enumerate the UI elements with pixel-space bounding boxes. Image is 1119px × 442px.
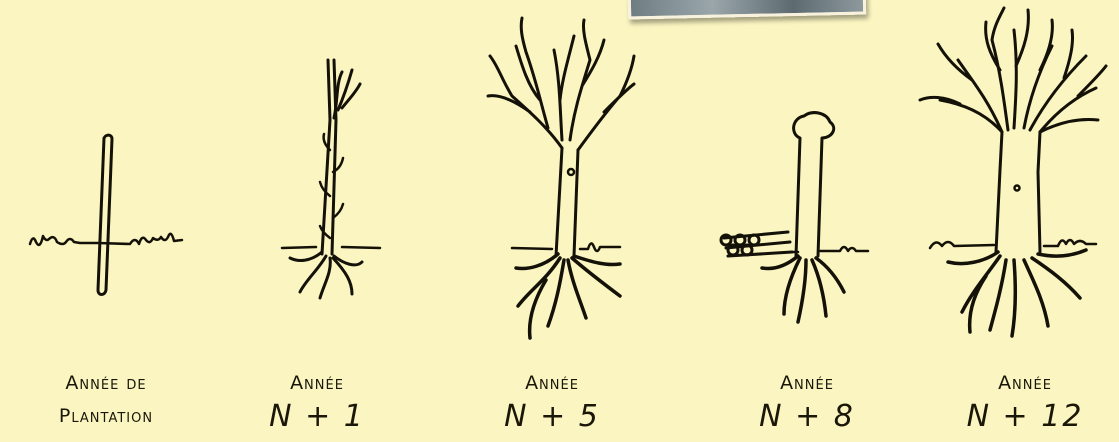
caption-line2: N + 8	[717, 399, 897, 435]
caption-line1: Année	[462, 367, 642, 399]
caption-line1: Année	[935, 367, 1115, 399]
caption-line1: Année	[227, 367, 407, 399]
caption-line2: N + 1	[227, 399, 407, 435]
mature-tree-n12-illustration	[920, 8, 1106, 336]
caption-line1: Année	[717, 367, 897, 399]
caption-n8: Année N + 8	[717, 367, 897, 435]
caption-line2: N + 5	[462, 399, 642, 435]
caption-n5: Année N + 5	[462, 367, 642, 435]
caption-line2: Plantation	[16, 399, 196, 433]
caption-n1: Année N + 1	[227, 367, 407, 435]
caption-n12: Année N + 12	[935, 367, 1115, 435]
sapling-n1-illustration	[282, 60, 380, 298]
planting-stick-illustration	[30, 135, 182, 294]
pollard-n8-illustration	[721, 113, 868, 322]
caption-planting-year: Année de Plantation	[16, 367, 196, 433]
caption-line1: Année de	[16, 367, 196, 399]
caption-line2: N + 12	[935, 399, 1115, 435]
young-tree-n5-illustration	[488, 18, 634, 338]
